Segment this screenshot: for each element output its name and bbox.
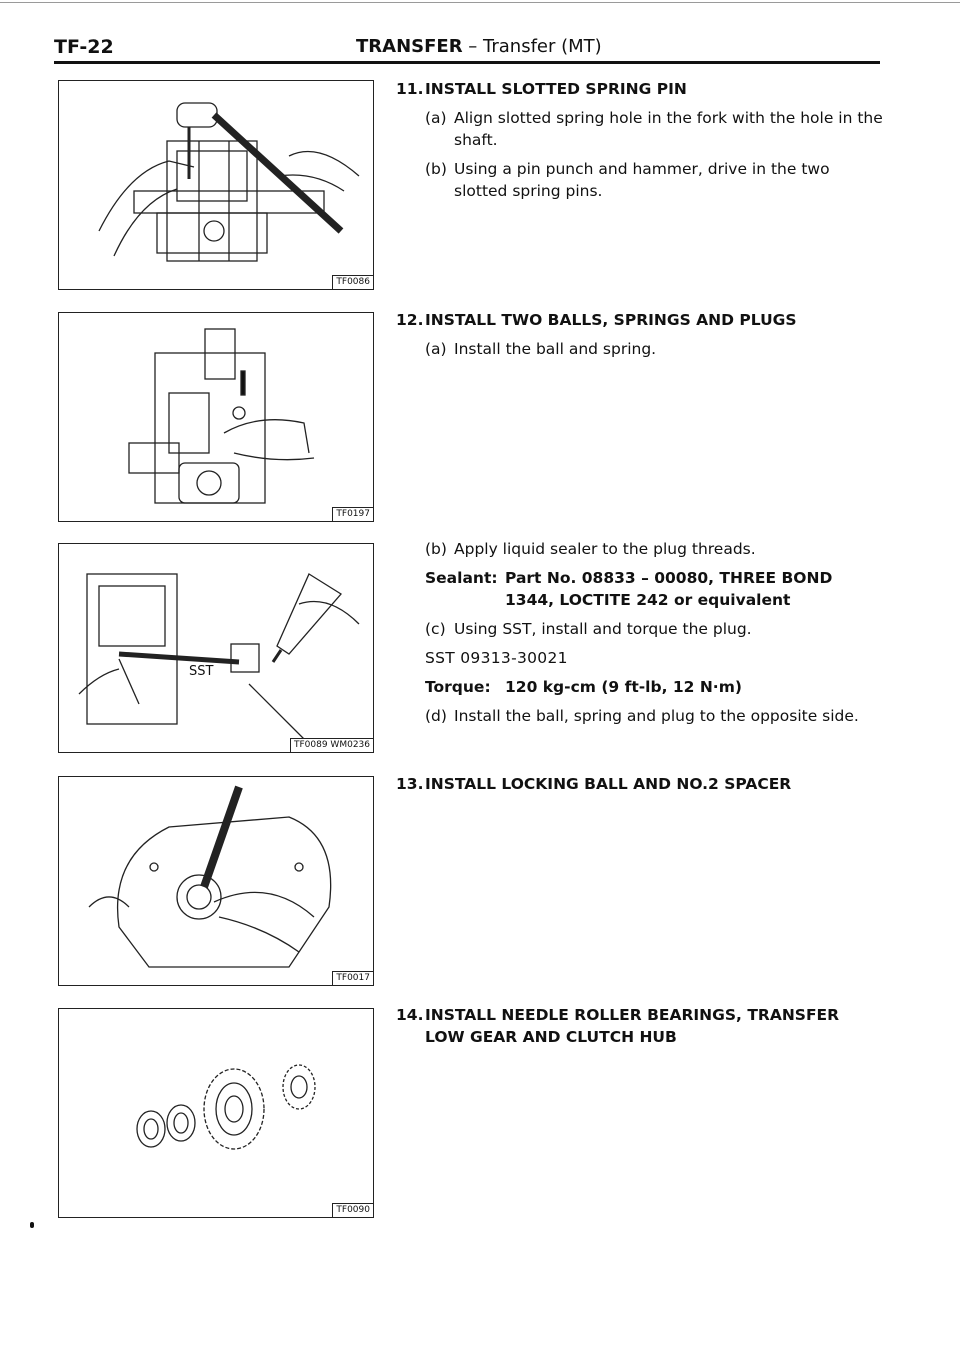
substep-text: Using SST, install and torque the plug. [454, 620, 752, 638]
substep: (c) Using SST, install and torque the pl… [425, 618, 886, 640]
substep: (b) Apply liquid sealer to the plug thre… [425, 538, 886, 560]
page-title: TRANSFER – Transfer (MT) [356, 36, 602, 57]
figure-bearings-gears: TF0090 [58, 1008, 374, 1218]
substep-label: (d) [425, 707, 447, 725]
header-rule [54, 61, 880, 64]
substep: (a) Align slotted spring hole in the for… [425, 107, 886, 151]
top-edge-line [0, 2, 960, 3]
step-title: INSTALL SLOTTED SPRING PIN [425, 80, 687, 98]
page-code: TF-22 [54, 36, 114, 58]
figure-code: TF0090 [332, 1203, 373, 1217]
sealant-key: Sealant: [425, 569, 498, 587]
step-number: 12. [396, 311, 424, 329]
step-heading: 13. INSTALL LOCKING BALL AND NO.2 SPACER [396, 773, 886, 795]
illustration-locking-ball [88, 785, 332, 968]
figure-code: TF0017 [332, 971, 373, 985]
step-12-continued: (b) Apply liquid sealer to the plug thre… [396, 538, 886, 727]
section-subtitle: – Transfer (MT) [462, 36, 602, 57]
page-header: TF-22 TRANSFER – Transfer (MT) [0, 36, 960, 60]
sealant-spec: Sealant: Part No. 08833 – 00080, THREE B… [425, 567, 886, 611]
figure-code: TF0086 [332, 275, 373, 289]
sealant-value: Part No. 08833 – 00080, THREE BOND 1344,… [505, 569, 833, 609]
substep: (a) Install the ball and spring. [425, 338, 886, 360]
illustration-ball-spring [128, 328, 315, 504]
step-12: 12. INSTALL TWO BALLS, SPRINGS AND PLUGS… [396, 309, 886, 360]
illustration-bearings-gears [136, 1064, 316, 1150]
torque-spec: Torque: 120 kg-cm (9 ft-lb, 12 N·m) [425, 676, 886, 698]
substep-text: Install the ball, spring and plug to the… [454, 707, 859, 725]
torque-value: 120 kg-cm (9 ft-lb, 12 N·m) [505, 678, 742, 696]
figure-code: TF0197 [332, 507, 373, 521]
substep-label: (a) [425, 340, 447, 358]
step-number: 11. [396, 80, 424, 98]
step-number: 14. [396, 1006, 424, 1024]
margin-mark [30, 1222, 34, 1228]
step-heading: 12. INSTALL TWO BALLS, SPRINGS AND PLUGS [396, 309, 886, 331]
substep-label: (b) [425, 540, 447, 558]
step-11: 11. INSTALL SLOTTED SPRING PIN (a) Align… [396, 78, 886, 202]
step-14: 14. INSTALL NEEDLE ROLLER BEARINGS, TRAN… [396, 1004, 846, 1048]
substep-text: Align slotted spring hole in the fork wi… [454, 109, 883, 149]
illustration-hammer-pin [98, 102, 360, 262]
figure-code: TF0089 WM0236 [289, 738, 373, 752]
torque-key: Torque: [425, 678, 491, 696]
substep: (d) Install the ball, spring and plug to… [425, 705, 886, 727]
substep-text: Using a pin punch and hammer, drive in t… [454, 160, 830, 200]
substep: (b) Using a pin punch and hammer, drive … [425, 158, 886, 202]
step-heading: 11. INSTALL SLOTTED SPRING PIN [396, 78, 886, 100]
sst-number: SST 09313-30021 [425, 649, 568, 667]
figure-ball-spring: TF0197 [58, 312, 374, 522]
section-title: TRANSFER [356, 36, 463, 57]
figure-sst-sealer: TF0089 WM0236 SST [58, 543, 374, 753]
substep-label: (c) [425, 620, 446, 638]
step-heading: 14. INSTALL NEEDLE ROLLER BEARINGS, TRAN… [396, 1004, 846, 1048]
illustration-sst-sealer [78, 573, 360, 745]
step-title: INSTALL LOCKING BALL AND NO.2 SPACER [425, 775, 792, 793]
step-13: 13. INSTALL LOCKING BALL AND NO.2 SPACER [396, 773, 886, 795]
sst-callout: SST [189, 664, 214, 679]
substep-label: (b) [425, 160, 447, 178]
figure-spring-pin: TF0086 [58, 80, 374, 290]
substep-label: (a) [425, 109, 447, 127]
substep-text: Apply liquid sealer to the plug threads. [454, 540, 756, 558]
substep-text: Install the ball and spring. [454, 340, 657, 358]
figure-locking-ball: TF0017 [58, 776, 374, 986]
step-title: INSTALL NEEDLE ROLLER BEARINGS, TRANSFER… [425, 1006, 840, 1046]
step-title: INSTALL TWO BALLS, SPRINGS AND PLUGS [425, 311, 797, 329]
step-number: 13. [396, 775, 424, 793]
